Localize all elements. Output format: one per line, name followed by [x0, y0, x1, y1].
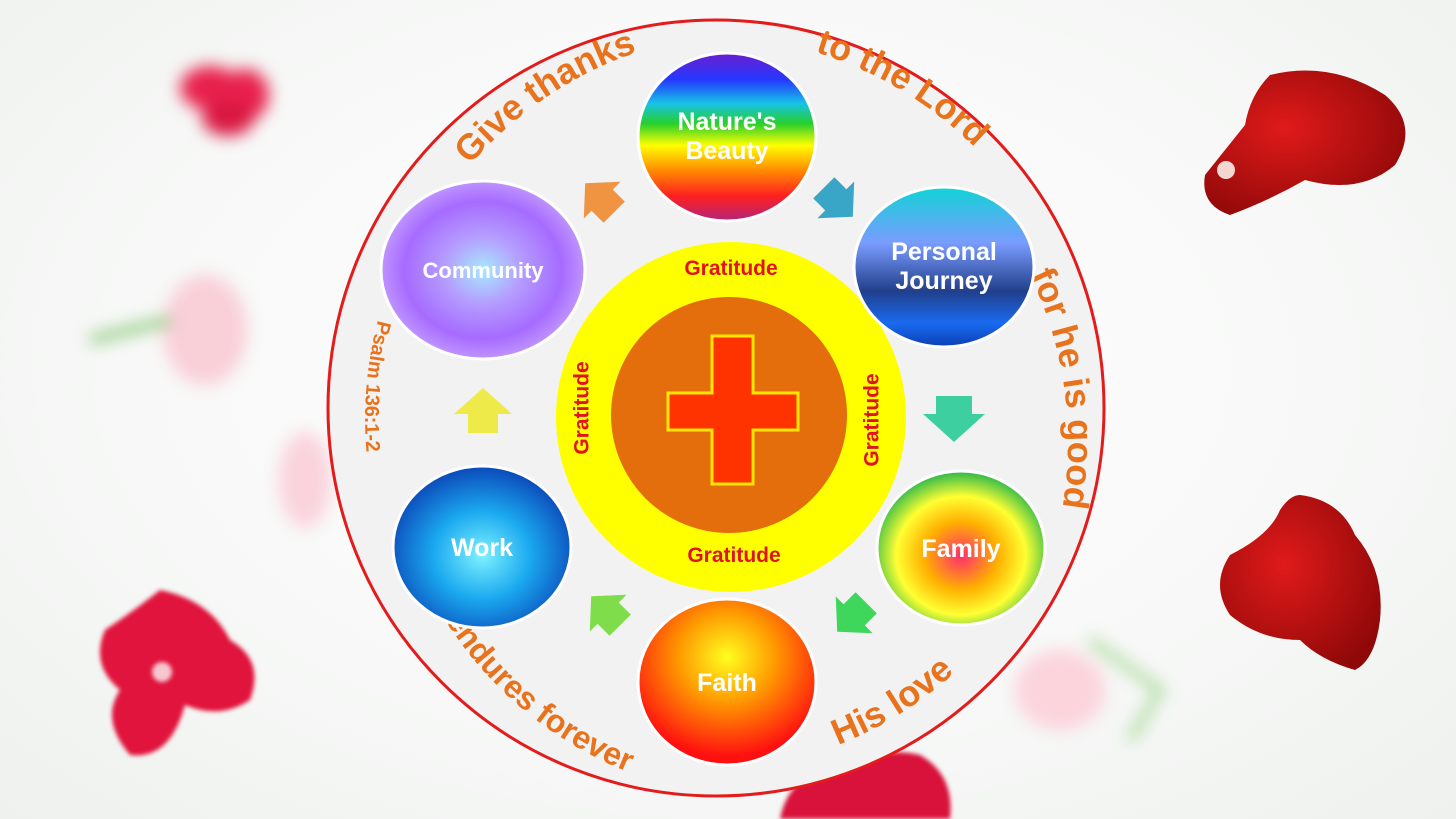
- node-natures-beauty-label-line2: Beauty: [685, 137, 768, 165]
- arrow-community-to-nature: [583, 181, 625, 223]
- red-flower-bottom-center: [780, 752, 951, 819]
- blurred-flower-mid-left: [279, 432, 331, 528]
- node-work-label: Work: [451, 534, 513, 562]
- node-faith: Faith: [636, 597, 818, 767]
- node-community-label: Community: [423, 258, 545, 283]
- topic-nodes: Nature's Beauty Personal Journey Family …: [379, 51, 1047, 767]
- node-personal-journey-label-line2: Journey: [895, 267, 992, 295]
- background-decoration: [89, 66, 1406, 819]
- gratitude-label-top: Gratitude: [684, 257, 777, 280]
- node-family: Family: [875, 469, 1047, 627]
- rose-petal-top-right: [1204, 70, 1406, 215]
- blurred-flower-top-left: [180, 66, 269, 136]
- node-personal-journey-label-line1: Personal: [891, 238, 997, 266]
- rose-petal-right: [1220, 495, 1381, 670]
- blurred-flower-left: [89, 275, 247, 385]
- gratitude-labels: Gratitude Gratitude Gratitude Gratitude: [571, 257, 884, 567]
- blurred-flower-bottom-right: [1015, 637, 1164, 742]
- node-faith-label: Faith: [697, 669, 757, 697]
- arrow-journey-to-family: [923, 396, 985, 442]
- arrow-work-to-community: [454, 388, 512, 433]
- gratitude-label-bottom: Gratitude: [687, 544, 780, 567]
- cross-icon: [666, 334, 800, 486]
- node-work: Work: [391, 464, 573, 630]
- gratitude-label-right: Gratitude: [861, 373, 884, 466]
- arrow-nature-to-journey: [813, 177, 855, 219]
- node-personal-journey: Personal Journey: [852, 185, 1036, 349]
- node-natures-beauty-label-line1: Nature's: [677, 108, 776, 136]
- arrow-family-to-faith: [835, 592, 877, 634]
- node-community: Community: [379, 179, 587, 361]
- gratitude-label-left: Gratitude: [571, 361, 594, 454]
- node-family-label: Family: [921, 535, 1000, 563]
- node-natures-beauty: Nature's Beauty: [636, 51, 818, 223]
- arrow-faith-to-work: [589, 594, 631, 636]
- red-flower-bottom-left: [100, 590, 255, 756]
- cycle-arrows: [454, 177, 985, 636]
